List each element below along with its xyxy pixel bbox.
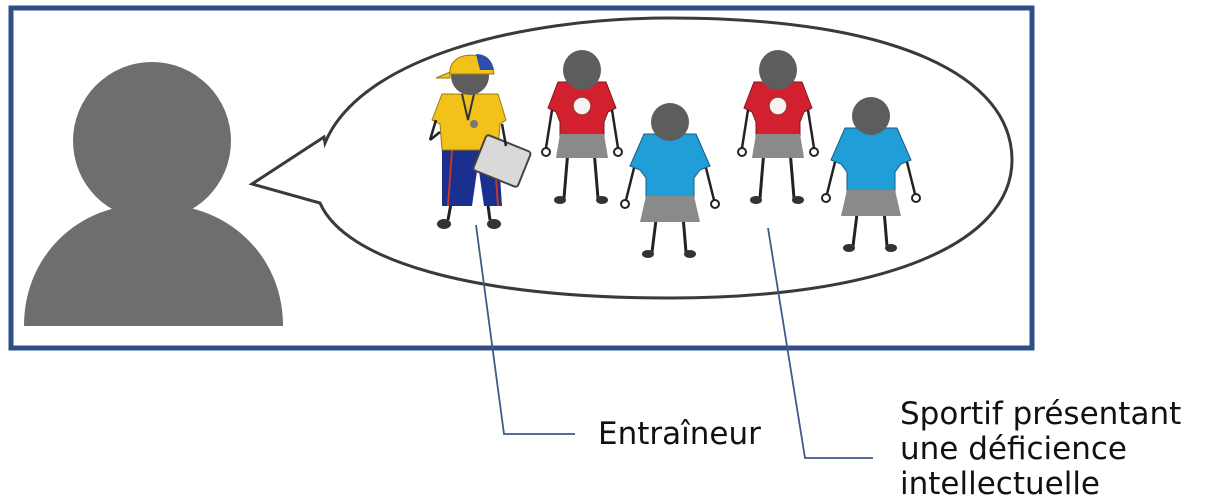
athlete-label-line: une déficience: [900, 431, 1127, 467]
coach-leader-line: [475, 224, 575, 435]
athlete-leader-line: [767, 227, 873, 459]
athlete-label: Sportif présentant une déficience intell…: [900, 397, 1181, 502]
coach-label: Entraîneur: [598, 416, 761, 452]
athlete-label-line: Sportif présentant: [900, 396, 1182, 432]
person-silhouette-icon: [24, 62, 283, 326]
athlete-label-line: intellectuelle: [900, 466, 1101, 502]
coach-figure-icon: [428, 54, 532, 229]
